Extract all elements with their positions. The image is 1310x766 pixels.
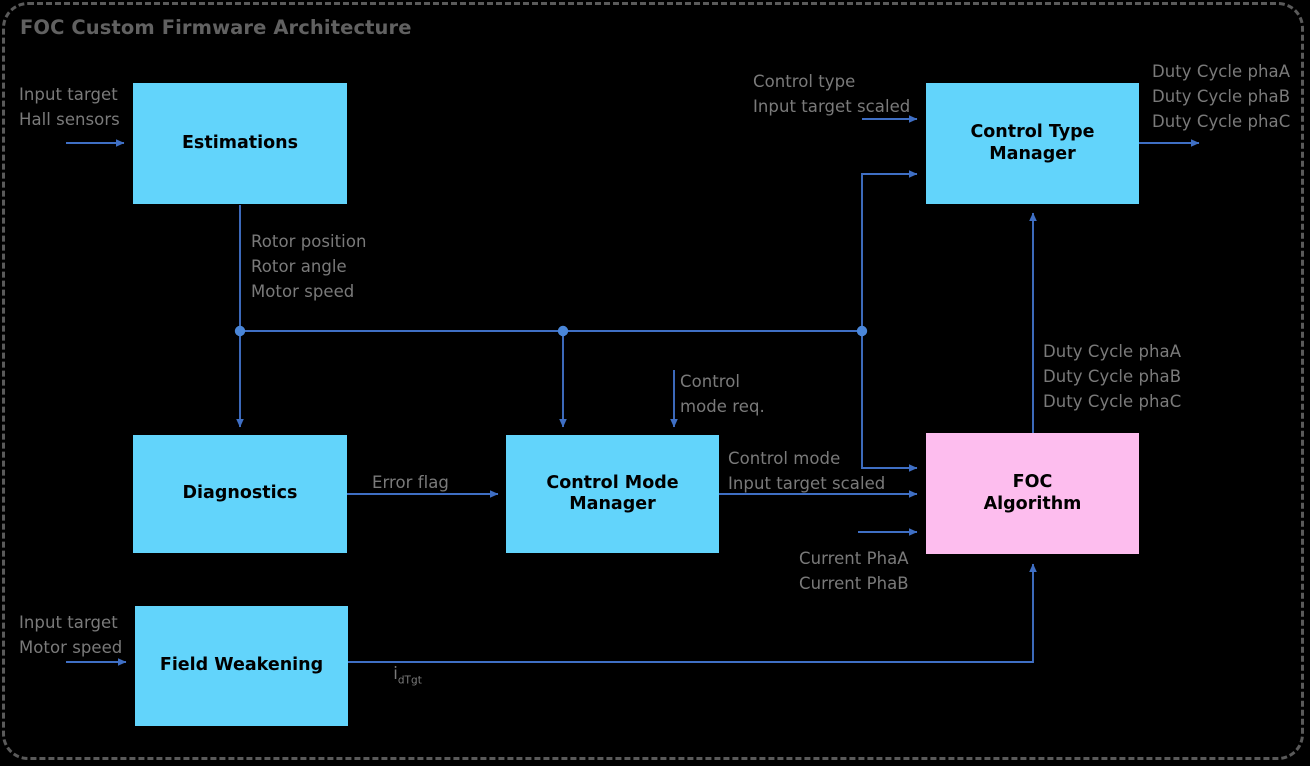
node-estimations-label: Estimations bbox=[181, 132, 299, 153]
node-field-weakening-label: Field Weakening bbox=[159, 655, 324, 676]
node-control-type-manager-label: Control Type Manager bbox=[970, 122, 1095, 164]
page-title: FOC Custom Firmware Architecture bbox=[20, 16, 412, 39]
wire-field-weakening-to-foc bbox=[348, 563, 1037, 663]
wire-bus-to-control-type-manager bbox=[861, 170, 918, 331]
label-field-weakening-input: Input target Motor speed bbox=[19, 613, 123, 658]
node-control-type-manager[interactable]: Control Type Manager bbox=[926, 83, 1139, 204]
label-control-type-output: Duty Cycle phaA Duty Cycle phaB Duty Cyc… bbox=[1152, 62, 1291, 132]
junction-dot-right-branch bbox=[856, 325, 868, 337]
label-id-target-base: i bbox=[393, 664, 398, 684]
node-foc-algorithm-label: FOC Algorithm bbox=[983, 472, 1082, 514]
junction-dot-estimations bbox=[234, 325, 246, 337]
label-foc-duty-output: Duty Cycle phaA Duty Cycle phaB Duty Cyc… bbox=[1043, 342, 1182, 412]
label-error-flag: Error flag bbox=[372, 473, 449, 492]
label-current-phases: Current PhaA Current PhaB bbox=[799, 549, 909, 594]
node-control-mode-manager[interactable]: Control Mode Manager bbox=[506, 435, 719, 553]
node-foc-algorithm[interactable]: FOC Algorithm bbox=[926, 433, 1139, 554]
node-control-mode-manager-label: Control Mode Manager bbox=[546, 472, 679, 514]
label-control-mode-output: Control mode Input target scaled bbox=[728, 449, 886, 494]
node-diagnostics[interactable]: Diagnostics bbox=[133, 435, 347, 553]
node-diagnostics-label: Diagnostics bbox=[182, 483, 298, 504]
wire-junction-dots bbox=[234, 325, 868, 337]
junction-dot-control-mode bbox=[557, 325, 569, 337]
node-estimations[interactable]: Estimations bbox=[133, 83, 347, 204]
label-control-type-input: Control type Input target scaled bbox=[753, 72, 911, 117]
label-estimations-output: Rotor position Rotor angle Motor speed bbox=[251, 232, 367, 302]
label-control-mode-req: Control mode req. bbox=[680, 372, 765, 417]
label-id-target: idTgt bbox=[372, 636, 422, 714]
node-field-weakening[interactable]: Field Weakening bbox=[135, 606, 348, 726]
label-estimations-input: Input target Hall sensors bbox=[19, 85, 120, 130]
label-id-target-subscript: dTgt bbox=[397, 674, 422, 687]
